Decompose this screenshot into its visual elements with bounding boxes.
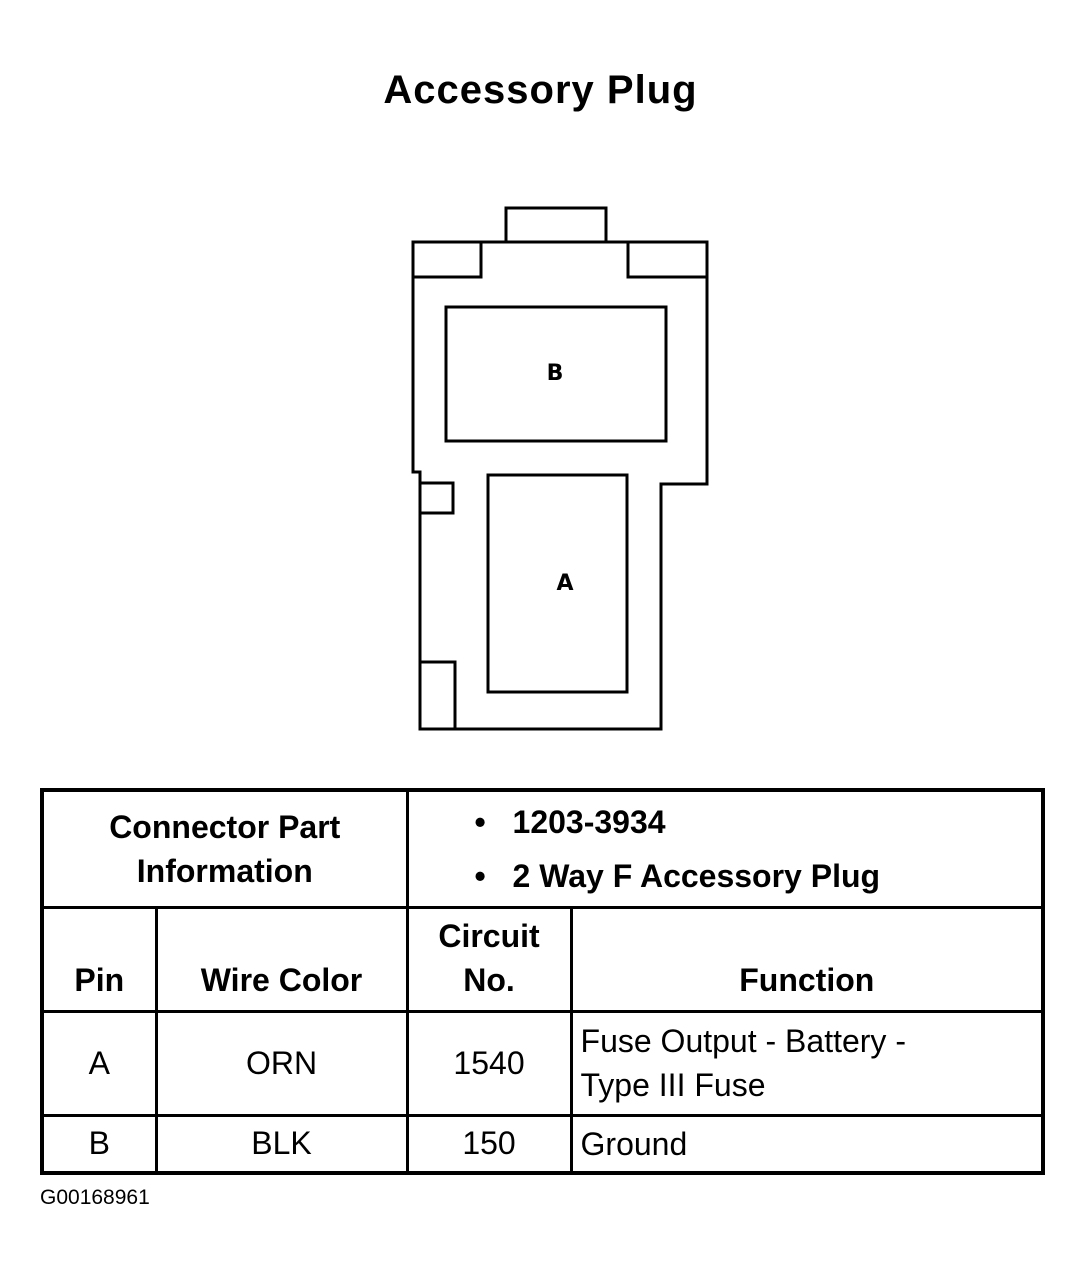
part-info-label: Connector Part Information [40, 788, 409, 909]
part-description-item: • 2 Way F Accessory Plug [475, 849, 1042, 903]
cavity-a [486, 473, 629, 694]
table-row: B BLK 150 Ground [40, 1113, 1045, 1175]
circuit-cell: 150 [405, 1113, 573, 1175]
bullet-icon: • [474, 803, 486, 840]
pin-header: Pin [40, 905, 158, 1013]
part-info-list: • 1203-3934 • 2 Way F Accessory Plug [405, 788, 1045, 909]
function-cell: Ground [569, 1113, 1045, 1175]
part-number: 1203-3934 [512, 803, 666, 840]
part-number-item: • 1203-3934 [475, 795, 1042, 849]
table-row: A ORN 1540 Fuse Output - Battery - Type … [40, 1009, 1045, 1117]
connector-corner-notch-right [626, 242, 707, 279]
part-info-row: Connector Part Information • 1203-3934 • 2… [40, 788, 1045, 909]
connector-info-table: Connector Part Information • 1203-3934 • 2… [40, 788, 1046, 1175]
bullet-icon: • [474, 857, 486, 894]
function-cell: Fuse Output - Battery - Type III Fuse [569, 1009, 1045, 1117]
wire-color-cell: ORN [154, 1009, 409, 1117]
wire-color-cell: BLK [154, 1113, 409, 1175]
circuit-header: Circuit No. [405, 905, 573, 1013]
diagram-title: Accessory Plug [383, 68, 698, 112]
connector-face-drawing: B A [411, 206, 709, 731]
connector-latch-tab [504, 206, 608, 244]
connector-key-upper [418, 481, 455, 515]
connector-key-lower [420, 660, 457, 729]
function-header: Function [569, 905, 1045, 1013]
cavity-b [444, 305, 668, 443]
pin-a-label: A [556, 571, 573, 596]
connector-housing-outline [411, 240, 709, 731]
pin-b-label: B [547, 361, 564, 386]
part-description: 2 Way F Accessory Plug [512, 857, 881, 894]
pin-cell: A [40, 1009, 158, 1117]
figure-id: G00168961 [40, 1186, 150, 1209]
connector-corner-notch-left [413, 242, 483, 279]
column-header-row: Pin Wire Color Circuit No. Function [40, 905, 1045, 1013]
pin-cell: B [40, 1113, 158, 1175]
wire-color-header: Wire Color [154, 905, 409, 1013]
circuit-cell: 1540 [405, 1009, 573, 1117]
